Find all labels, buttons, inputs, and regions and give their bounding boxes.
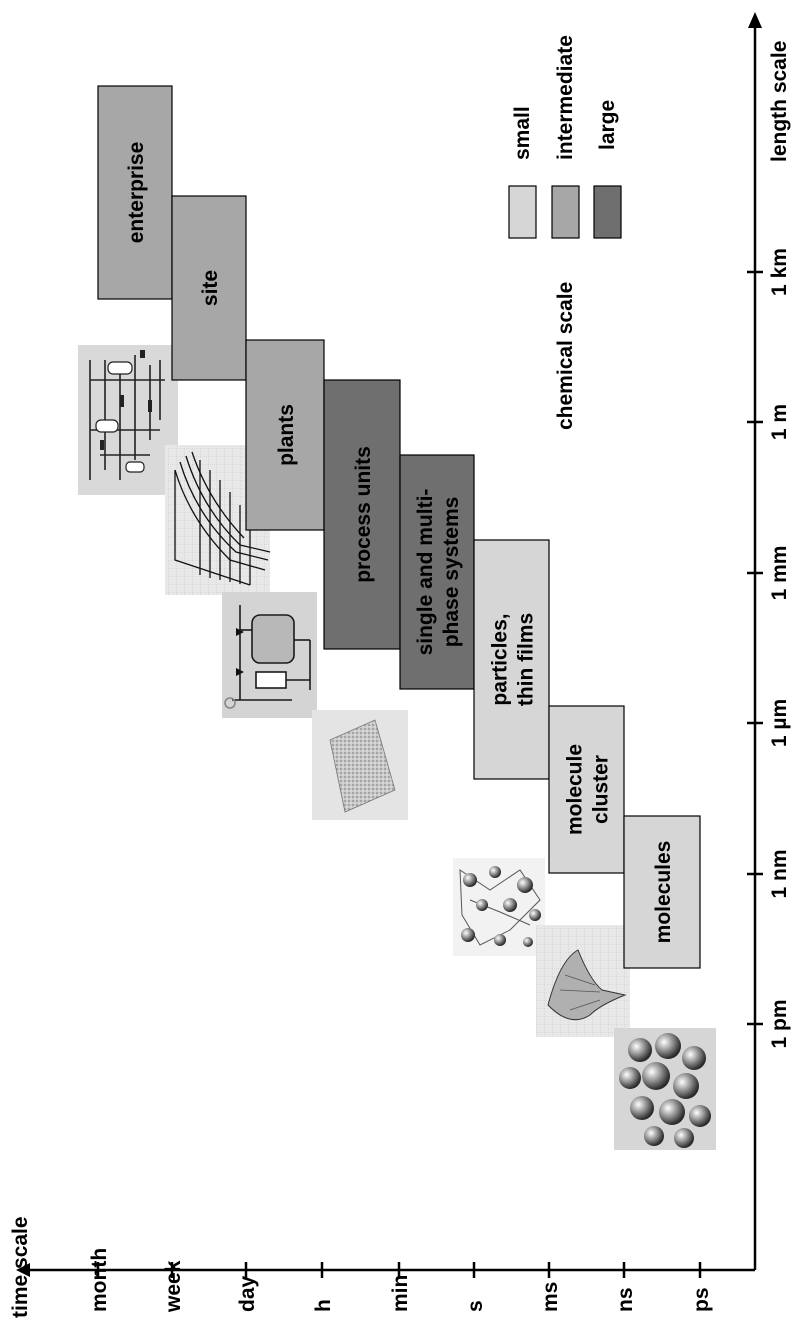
time-axis xyxy=(16,1263,755,1277)
length-tick-label: 1 µm xyxy=(768,699,791,747)
scale-box: site xyxy=(171,195,247,381)
process-flowsheet-icon xyxy=(78,345,178,495)
scale-box-rect xyxy=(323,379,401,650)
scale-box-rect xyxy=(399,454,475,690)
scale-box-rect xyxy=(97,85,173,300)
legend-title: chemical scale xyxy=(554,282,577,430)
scale-box: process units xyxy=(323,379,401,650)
length-tick-label: 1 pm xyxy=(768,999,791,1048)
time-tick-label: week xyxy=(162,1260,185,1313)
scale-box-rect xyxy=(623,815,701,969)
time-tick-label: h xyxy=(312,1299,335,1312)
legend-label-small: small xyxy=(511,106,534,160)
time-tick-label: s xyxy=(464,1300,487,1312)
length-axis-arrow xyxy=(748,12,762,28)
scale-box-rect xyxy=(548,705,625,874)
time-tick-label: ns xyxy=(614,1287,637,1312)
legend-swatch-small xyxy=(508,185,537,239)
scale-box-label: single and multi- xyxy=(414,489,437,656)
scale-box-label: site xyxy=(199,270,222,306)
scale-box-label: thin films xyxy=(515,613,538,706)
reactor-loop-schematic-icon xyxy=(222,592,317,718)
length-tick-label: 1 m xyxy=(768,404,791,440)
molecule-cluster-image-icon xyxy=(453,858,545,956)
scale-box: molecules xyxy=(623,815,701,969)
time-tick-label: min xyxy=(389,1275,412,1312)
scale-box-label: process units xyxy=(352,446,375,583)
legend-label-intermediate: intermediate xyxy=(554,35,577,160)
time-axis-ticks: month week day h min s ms ns ps xyxy=(88,1248,713,1313)
length-tick-label: 1 km xyxy=(768,248,791,296)
scale-box-label: particles, xyxy=(489,613,512,705)
scale-box-label: cluster xyxy=(590,755,613,824)
scale-box-rect xyxy=(171,195,247,381)
scale-box: single and multi-phase systems xyxy=(399,454,475,690)
length-tick-label: 1 mm xyxy=(768,546,791,601)
scale-box-label: phase systems xyxy=(440,497,463,648)
time-axis-arrow xyxy=(16,1263,30,1277)
potential-energy-surface-icon xyxy=(536,925,630,1037)
time-tick-label: month xyxy=(88,1248,111,1312)
scale-boxes: enterprise site plants process units single … xyxy=(97,85,701,969)
time-tick-label: ms xyxy=(539,1282,562,1312)
scale-box-label: plants xyxy=(275,404,298,466)
scale-box: plants xyxy=(245,339,325,531)
scale-box: enterprise xyxy=(97,85,173,300)
scale-box-rect xyxy=(473,539,550,780)
legend-label-large: large xyxy=(596,100,619,150)
legend-swatch-large xyxy=(593,185,622,239)
particle-bed-image-icon xyxy=(312,710,408,820)
scale-box-label: molecule xyxy=(564,744,587,835)
legend-swatch-intermediate xyxy=(551,185,580,239)
length-axis-ticks: 1 km 1 m 1 mm 1 µm 1 nm 1 pm xyxy=(747,248,791,1049)
legend: chemical scale small intermediate large xyxy=(508,35,622,430)
time-axis-title: time scale xyxy=(9,1216,32,1318)
scale-box-rect xyxy=(245,339,325,531)
time-tick-label: day xyxy=(236,1275,259,1312)
length-axis xyxy=(748,12,762,1270)
time-tick-label: ps xyxy=(690,1287,713,1312)
length-axis-title: length scale xyxy=(768,41,791,162)
scale-box-label: molecules xyxy=(652,841,675,944)
length-tick-label: 1 nm xyxy=(768,849,791,898)
scale-box-label: enterprise xyxy=(125,142,148,244)
molecule-spheres-image-icon xyxy=(614,1028,716,1150)
scale-box: particles,thin films xyxy=(473,539,550,780)
